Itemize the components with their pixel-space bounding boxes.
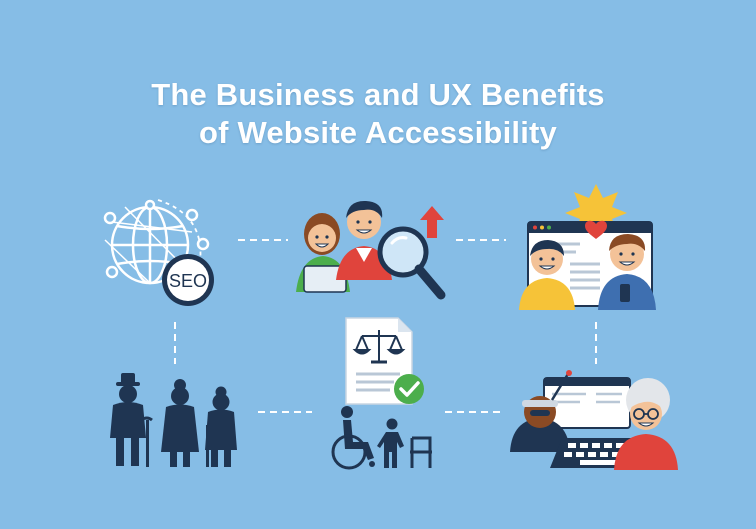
assistive-tech-icon: [510, 370, 678, 470]
connectors: [174, 239, 597, 413]
globe-network-icon: SEO: [103, 199, 214, 306]
team-search-icon: [296, 200, 446, 300]
disability-access-icon: [331, 406, 432, 470]
title-line-2: of Website Accessibility: [199, 115, 557, 150]
legal-compliance-icon: [345, 317, 424, 405]
page-title: The Business and UX Benefits of Website …: [0, 76, 756, 152]
title-line-1: The Business and UX Benefits: [151, 77, 605, 112]
seo-label: SEO: [169, 271, 207, 291]
happy-users-icon: [519, 184, 656, 310]
elderly-people-icon: [110, 373, 237, 467]
